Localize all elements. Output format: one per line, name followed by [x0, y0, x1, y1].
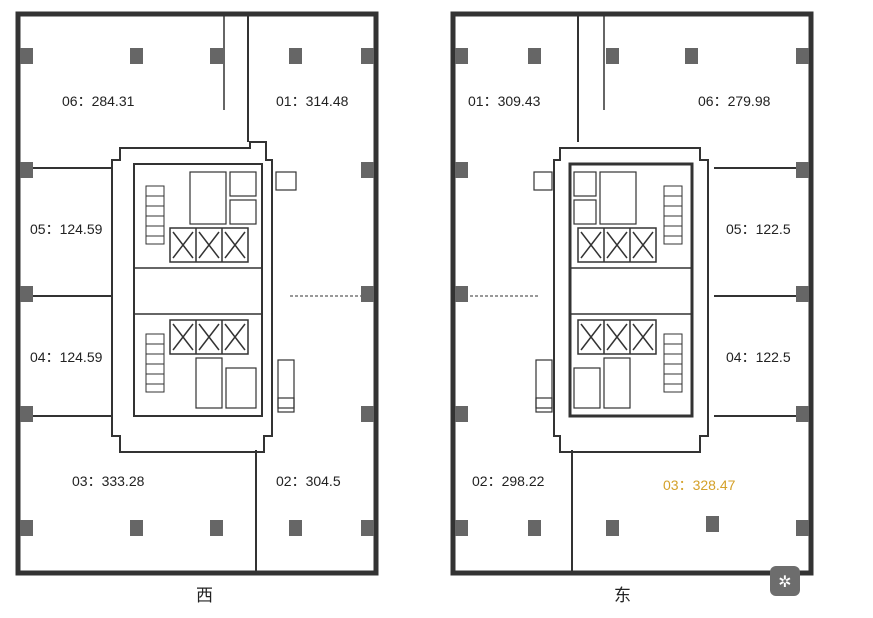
- magic-wand-icon[interactable]: ✲: [770, 566, 800, 596]
- east-floor-plan: [450, 11, 814, 576]
- west-unit-06-label: 06：284.31: [62, 93, 135, 109]
- west-unit-02-label: 02：304.5: [276, 473, 341, 489]
- west-columns: [20, 48, 374, 536]
- east-unit-01-label: 01：309.43: [468, 93, 541, 109]
- east-columns: [455, 48, 809, 536]
- east-unit-06-label: 06：279.98: [698, 93, 771, 109]
- west-caption: 西: [196, 586, 213, 606]
- east-unit-03-label: 03：328.47: [663, 477, 736, 493]
- west-floor-plan: [15, 11, 379, 576]
- east-unit-04-label: 04：122.5: [726, 349, 791, 365]
- east-caption: 东: [614, 586, 631, 606]
- east-unit-02-label: 02：298.22: [472, 473, 545, 489]
- west-unit-04-label: 04：124.59: [30, 349, 103, 365]
- west-unit-05-label: 05：124.59: [30, 221, 103, 237]
- east-unit-05-label: 05：122.5: [726, 221, 791, 237]
- west-unit-01-label: 01：314.48: [276, 93, 349, 109]
- west-unit-03-label: 03：333.28: [72, 473, 145, 489]
